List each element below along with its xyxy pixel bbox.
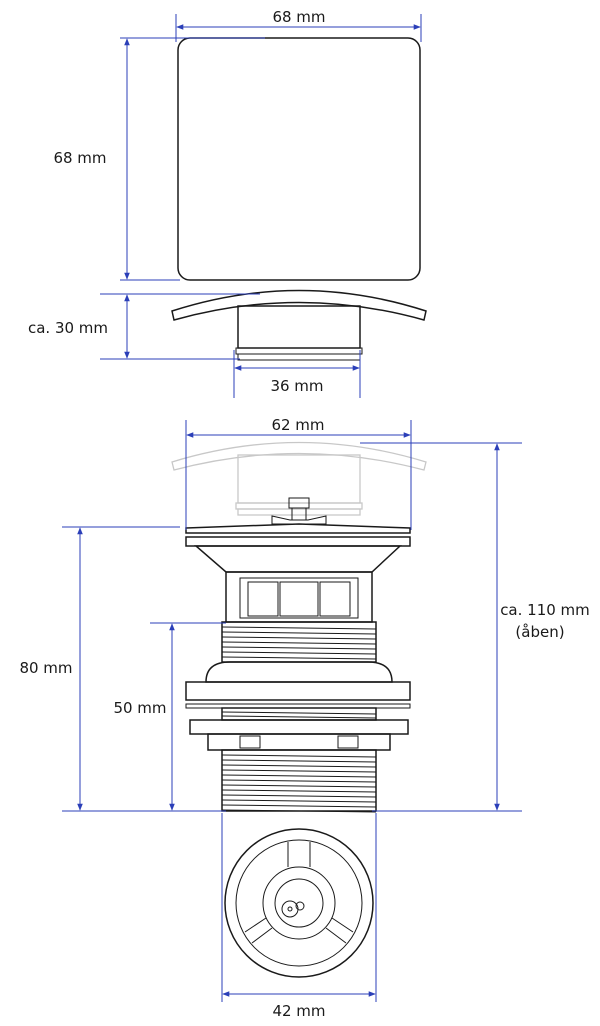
label-total-height-line1: ca. 110 mm — [500, 601, 590, 619]
dim-total-height: ca. 110 mm (åben) — [360, 442, 590, 812]
cap-top-view — [177, 37, 421, 281]
label-stem-width: 36 mm — [270, 377, 323, 395]
thread-upper — [221, 621, 377, 721]
dim-stem-width: 36 mm — [233, 350, 361, 398]
dim-side-height: ca. 30 mm — [28, 293, 260, 360]
upper-body — [225, 571, 373, 623]
dim-top-width: 68 mm — [175, 8, 422, 42]
thread-lower — [221, 749, 377, 813]
label-body-height: 80 mm — [19, 659, 72, 677]
dim-plate-width: 62 mm — [185, 416, 412, 530]
label-top-height: 68 mm — [53, 149, 106, 167]
label-total-height-line2: (åben) — [515, 623, 564, 641]
label-thread-height: 50 mm — [113, 699, 166, 717]
cap-side-view — [171, 289, 427, 361]
label-bottom-diameter: 42 mm — [272, 1002, 325, 1020]
dim-thread-height: 50 mm — [113, 622, 226, 811]
nut-assembly — [185, 661, 411, 751]
label-top-width: 68 mm — [272, 8, 325, 26]
dim-top-height: 68 mm — [53, 37, 265, 281]
dim-body-height: 80 mm — [19, 526, 226, 812]
spindle — [271, 497, 327, 525]
dim-bottom-diameter: 42 mm — [221, 813, 377, 1020]
label-plate-width: 62 mm — [271, 416, 324, 434]
bottom-view — [224, 828, 374, 978]
cap-open-ghost — [171, 441, 427, 516]
label-side-height: ca. 30 mm — [28, 319, 108, 337]
top-plate — [185, 523, 411, 573]
